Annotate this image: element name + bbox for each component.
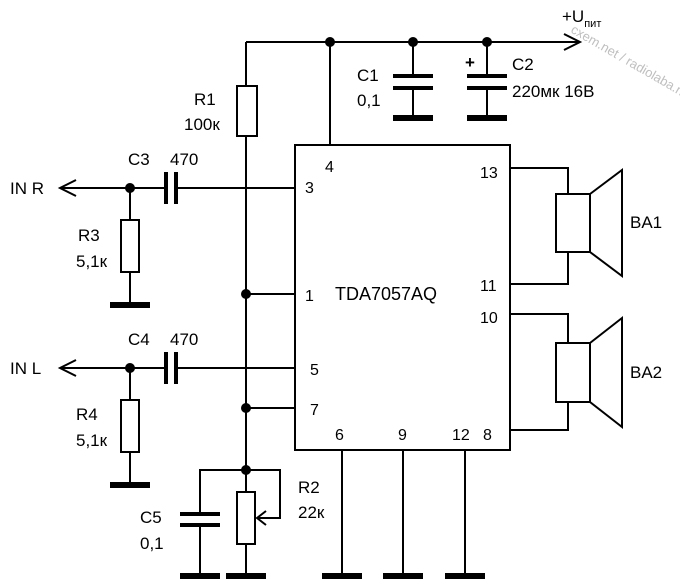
resistor-r1 xyxy=(236,85,258,470)
r4-ref: R4 xyxy=(76,405,98,424)
r2-ref: R2 xyxy=(298,478,320,497)
speaker-ba2 xyxy=(510,313,623,431)
r3-value: 5,1к xyxy=(76,252,108,271)
c1-ref: C1 xyxy=(357,66,379,85)
pin-12-label: 12 xyxy=(452,427,470,444)
capacitor-c1 xyxy=(393,42,433,121)
c1-value: 0,1 xyxy=(357,91,381,110)
c3-value: 470 xyxy=(170,150,198,169)
ground-pins xyxy=(322,450,485,579)
pin-10-label: 10 xyxy=(480,310,498,327)
r2-value: 22к xyxy=(298,503,325,522)
c3-ref: C3 xyxy=(128,150,150,169)
pin-1-label: 1 xyxy=(305,288,314,305)
pin-9-label: 9 xyxy=(398,427,407,444)
resistor-r4 xyxy=(110,368,150,488)
capacitor-c2 xyxy=(467,42,507,121)
c2-polarity: + xyxy=(465,53,475,72)
c4-value: 470 xyxy=(170,330,198,349)
ba2-label: BA2 xyxy=(630,363,662,382)
capacitor-c5 xyxy=(180,469,246,579)
input-left xyxy=(57,352,295,384)
c5-value: 0,1 xyxy=(140,534,164,553)
supply-label: +Uпит xyxy=(562,7,601,30)
r1-ref: R1 xyxy=(194,90,216,109)
pin-3-label: 3 xyxy=(305,180,314,197)
pin-7-wire xyxy=(241,403,295,413)
ic-name: TDA7057AQ xyxy=(335,284,437,304)
speaker-ba1 xyxy=(510,167,623,285)
in-l-label: IN L xyxy=(10,359,41,378)
r3-ref: R3 xyxy=(78,226,100,245)
in-r-label: IN R xyxy=(10,179,44,198)
pin-11-label: 11 xyxy=(480,278,497,295)
resistor-r3 xyxy=(110,188,150,308)
r4-value: 5,1к xyxy=(76,431,108,450)
r1-value: 100к xyxy=(184,115,220,134)
input-right xyxy=(57,172,295,204)
pin-7-label: 7 xyxy=(310,402,319,419)
pin-13-label: 13 xyxy=(480,165,498,182)
pin-6-label: 6 xyxy=(335,427,344,444)
pin-1-wire xyxy=(241,289,295,299)
ba1-label: BA1 xyxy=(630,213,662,232)
c2-ref: C2 xyxy=(512,55,534,74)
c4-ref: C4 xyxy=(128,330,150,349)
c5-ref: C5 xyxy=(140,508,162,527)
pin-4-label: 4 xyxy=(325,159,334,176)
pin-5-label: 5 xyxy=(310,362,319,379)
c2-value: 220мк 16В xyxy=(512,82,594,101)
pin-8-label: 8 xyxy=(483,427,492,444)
potentiometer-r2 xyxy=(226,465,281,579)
